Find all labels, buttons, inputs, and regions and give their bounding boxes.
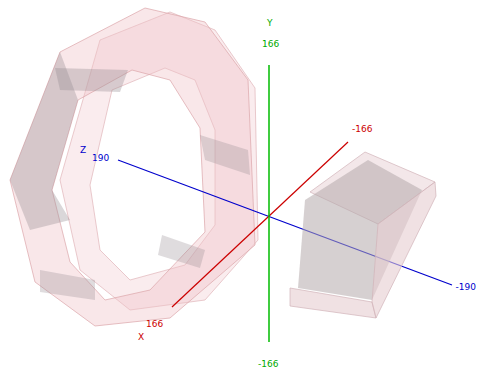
ring-front (10, 8, 255, 326)
ring-panel (40, 270, 95, 300)
axis-name: Z (80, 145, 86, 155)
axis-value: 190 (92, 153, 109, 163)
ring-panel (158, 235, 205, 268)
ring-panel (200, 135, 250, 175)
axis-name: X (138, 332, 144, 342)
axis-value: -190 (456, 282, 476, 292)
slab-side (290, 288, 376, 318)
axis-name: Y (267, 18, 273, 28)
axis-value: 166 (262, 39, 279, 49)
axis-value: -166 (258, 359, 278, 369)
y-axis (268, 65, 270, 342)
slab-side (372, 182, 436, 318)
axis-value: 166 (146, 319, 163, 329)
ring-panel (55, 68, 128, 92)
axis-value: -166 (352, 124, 372, 134)
